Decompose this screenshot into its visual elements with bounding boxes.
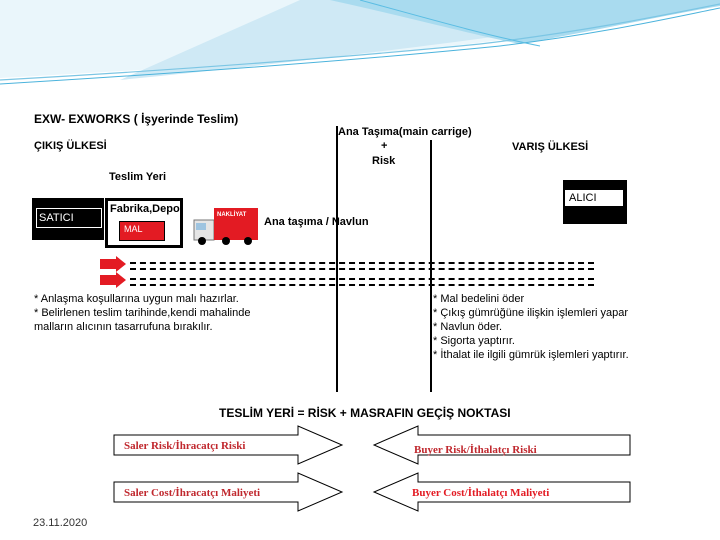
- seller-duty-item: * Belirlenen teslim tarihinde,kendi maha…: [34, 307, 251, 319]
- main-carriage-label: Ana Taşıma(main carrige): [338, 126, 472, 138]
- seller-label: SATICI: [36, 208, 102, 228]
- risk-dashed-line-1: [130, 262, 594, 264]
- factory-box: Fabrika,Depo MAL: [105, 198, 183, 248]
- seller-duty-item: * Anlaşma koşullarına uygun malı hazırla…: [34, 293, 239, 305]
- freight-label: Ana taşıma / Navlun: [264, 216, 369, 228]
- buyer-duty-item: * İthalat ile ilgili gümrük işlemleri ya…: [433, 349, 629, 361]
- main-carriage-start-line: [336, 126, 338, 392]
- goods-label: MAL: [124, 224, 143, 234]
- goods-box: MAL: [119, 221, 165, 241]
- saler-cost-label: Saler Cost/İhracatçı Maliyeti: [124, 487, 261, 499]
- export-country-label: ÇIKIŞ ÜLKESİ: [34, 140, 107, 152]
- buyer-duty-item: * Çıkış gümrüğüne ilişkin işlemleri yapa…: [433, 307, 629, 319]
- header-wave-decoration: [0, 0, 720, 85]
- diagram-title: EXW- EXWORKS ( İşyerinde Teslim): [34, 112, 239, 126]
- transfer-point-title: TESLİM YERİ = RİSK + MASRAFIN GEÇİŞ NOKT…: [219, 406, 511, 420]
- main-carriage-end-line: [430, 140, 432, 392]
- delivery-place-label: Teslim Yeri: [109, 171, 167, 183]
- buyer-duty-item: * Sigorta yaptırır.: [433, 335, 515, 347]
- buyer-box: ALICI: [563, 180, 627, 224]
- saler-risk-label: Saler Risk/İhracatçı Riski: [124, 440, 246, 452]
- main-carriage-plus: +: [381, 140, 388, 152]
- truck-label: NAKLİYAT: [217, 212, 247, 218]
- import-country-label: VARIŞ ÜLKESİ: [512, 141, 589, 153]
- red-arrow-icons: [100, 256, 126, 288]
- factory-label: Fabrika,Depo: [110, 203, 180, 215]
- buyer-cost-label: Buyer Cost/İthalatçı Maliyeti: [412, 487, 550, 499]
- footer-date: 23.11.2020: [33, 517, 88, 529]
- main-carriage-risk: Risk: [372, 155, 396, 167]
- buyer-label: ALICI: [565, 190, 623, 206]
- truck-icon: [193, 208, 258, 245]
- seller-duty-item: malların alıcının tasarrufuna bırakılır.: [34, 321, 213, 333]
- seller-duties: * Anlaşma koşullarına uygun malı hazırla…: [34, 292, 324, 334]
- buyer-duty-item: * Navlun öder.: [433, 321, 503, 333]
- risk-cost-arrows: [113, 425, 631, 512]
- buyer-duties: * Mal bedelini öder * Çıkış gümrüğüne il…: [433, 292, 673, 362]
- buyer-risk-label: Buyer Risk/İthalatçı Riski: [414, 444, 537, 456]
- risk-dashed-line-2: [130, 268, 594, 270]
- buyer-duty-item: * Mal bedelini öder: [433, 293, 525, 305]
- cost-dashed-line-2: [130, 284, 594, 286]
- seller-box: SATICI: [32, 198, 104, 240]
- cost-dashed-line-1: [130, 278, 594, 280]
